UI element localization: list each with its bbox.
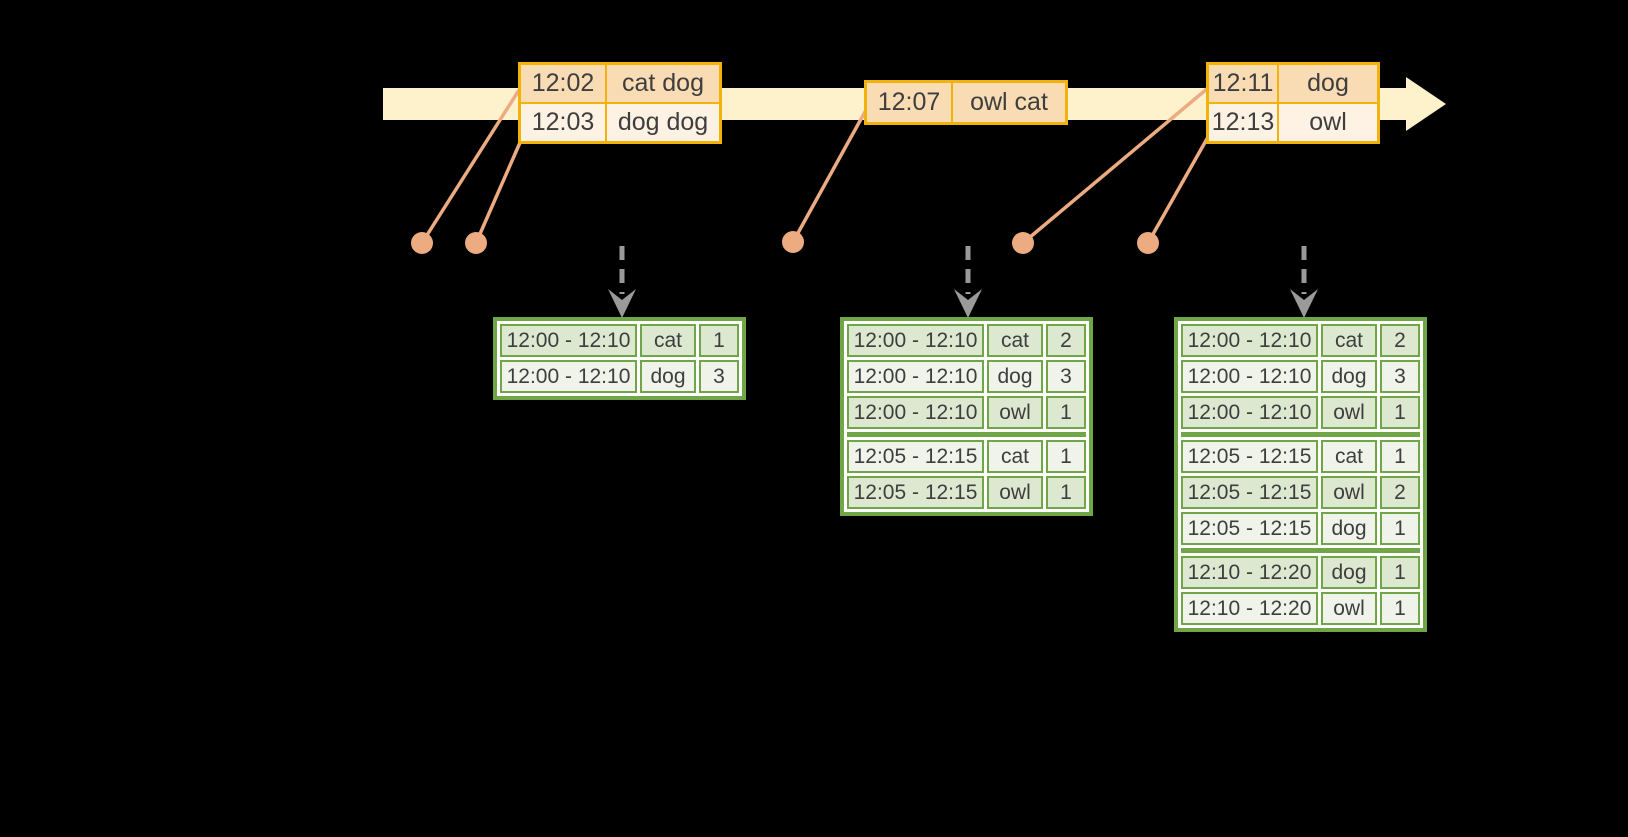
result-row: 12:05 - 12:15 owl 2 <box>1181 476 1420 509</box>
event-dot-icon <box>1137 232 1159 254</box>
result-row: 12:00 - 12:10 dog 3 <box>500 360 739 393</box>
window-cell: 12:10 - 12:20 <box>1181 556 1318 589</box>
window-cell: 12:00 - 12:10 <box>1181 360 1318 393</box>
result-row: 12:05 - 12:15 owl 1 <box>847 476 1086 509</box>
event-table-3: 12:11 dog 12:13 owl <box>1206 62 1380 144</box>
word-cell: owl <box>1321 592 1377 625</box>
window-cell: 12:05 - 12:15 <box>847 440 984 473</box>
window-cell: 12:05 - 12:15 <box>1181 476 1318 509</box>
result-row: 12:00 - 12:10 dog 3 <box>847 360 1086 393</box>
record-dots <box>411 231 1159 254</box>
result-row: 12:00 - 12:10 cat 1 <box>500 324 739 357</box>
window-cell: 12:05 - 12:15 <box>847 476 984 509</box>
result-row: 12:00 - 12:10 cat 2 <box>847 324 1086 357</box>
event-dot-icon <box>411 232 433 254</box>
count-cell: 1 <box>1046 476 1086 509</box>
event-table-2: 12:07 owl cat <box>864 80 1068 125</box>
word-cell: dog <box>1321 360 1377 393</box>
window-cell: 12:05 - 12:15 <box>1181 512 1318 545</box>
window-cell: 12:10 - 12:20 <box>1181 592 1318 625</box>
trigger-arrow-icon <box>608 289 636 318</box>
event-words-cell: owl cat <box>951 80 1068 125</box>
word-cell: dog <box>640 360 696 393</box>
count-cell: 1 <box>699 324 739 357</box>
event-words-cell: cat dog <box>605 62 722 104</box>
word-cell: cat <box>640 324 696 357</box>
count-cell: 2 <box>1380 476 1420 509</box>
count-cell: 1 <box>1380 440 1420 473</box>
window-cell: 12:05 - 12:15 <box>1181 440 1318 473</box>
window-cell: 12:00 - 12:10 <box>847 360 984 393</box>
count-cell: 1 <box>1046 440 1086 473</box>
window-cell: 12:00 - 12:10 <box>847 324 984 357</box>
window-cell: 12:00 - 12:10 <box>500 360 637 393</box>
count-cell: 1 <box>1380 556 1420 589</box>
count-cell: 1 <box>1380 512 1420 545</box>
count-cell: 1 <box>1046 396 1086 429</box>
event-words-cell: dog <box>1277 62 1380 104</box>
event-table-1: 12:02 cat dog 12:03 dog dog <box>518 62 722 144</box>
event-time-cell: 12:11 <box>1206 62 1279 104</box>
window-cell: 12:00 - 12:10 <box>1181 396 1318 429</box>
window-group-separator <box>1181 432 1420 437</box>
word-cell: owl <box>987 476 1043 509</box>
event-dot-icon <box>465 232 487 254</box>
result-table-3: 12:00 - 12:10 cat 2 12:00 - 12:10 dog 3 … <box>1174 317 1427 632</box>
result-table-1: 12:00 - 12:10 cat 1 12:00 - 12:10 dog 3 <box>493 317 746 400</box>
result-row: 12:10 - 12:20 owl 1 <box>1181 592 1420 625</box>
word-cell: cat <box>987 324 1043 357</box>
event-time-cell: 12:02 <box>518 62 607 104</box>
word-cell: owl <box>1321 396 1377 429</box>
result-row: 12:05 - 12:15 dog 1 <box>1181 512 1420 545</box>
window-cell: 12:00 - 12:10 <box>847 396 984 429</box>
count-cell: 3 <box>699 360 739 393</box>
count-cell: 1 <box>1380 396 1420 429</box>
event-dot-icon <box>1012 232 1034 254</box>
result-row: 12:00 - 12:10 owl 1 <box>847 396 1086 429</box>
result-row: 12:00 - 12:10 cat 2 <box>1181 324 1420 357</box>
event-dot-icon <box>782 231 804 253</box>
result-table-2: 12:00 - 12:10 cat 2 12:00 - 12:10 dog 3 … <box>840 317 1093 516</box>
window-group-separator <box>1181 548 1420 553</box>
record-connector-line <box>791 109 868 243</box>
word-cell: dog <box>1321 556 1377 589</box>
result-row: 12:05 - 12:15 cat 1 <box>847 440 1086 473</box>
word-cell: cat <box>987 440 1043 473</box>
result-row: 12:00 - 12:10 dog 3 <box>1181 360 1420 393</box>
word-cell: owl <box>1321 476 1377 509</box>
record-connector-line <box>1146 136 1210 244</box>
event-time-cell: 12:03 <box>518 102 607 144</box>
event-row: 12:13 owl <box>1206 102 1380 144</box>
count-cell: 1 <box>1380 592 1420 625</box>
word-cell: owl <box>987 396 1043 429</box>
word-cell: cat <box>1321 440 1377 473</box>
count-cell: 3 <box>1046 360 1086 393</box>
event-time-cell: 12:07 <box>864 80 953 125</box>
trigger-arrow-icon <box>954 289 982 318</box>
event-words-cell: dog dog <box>605 102 722 144</box>
event-time-cell: 12:13 <box>1206 102 1279 144</box>
count-cell: 2 <box>1046 324 1086 357</box>
word-cell: dog <box>1321 512 1377 545</box>
event-row: 12:03 dog dog <box>518 102 722 144</box>
timeline-arrow-icon <box>1406 77 1446 131</box>
word-cell: cat <box>1321 324 1377 357</box>
record-connector-line <box>474 137 524 244</box>
event-row: 12:11 dog <box>1206 62 1380 104</box>
count-cell: 3 <box>1380 360 1420 393</box>
word-cell: dog <box>987 360 1043 393</box>
result-row: 12:10 - 12:20 dog 1 <box>1181 556 1420 589</box>
result-row: 12:00 - 12:10 owl 1 <box>1181 396 1420 429</box>
event-row: 12:07 owl cat <box>864 80 1068 125</box>
result-row: 12:05 - 12:15 cat 1 <box>1181 440 1420 473</box>
window-cell: 12:00 - 12:10 <box>500 324 637 357</box>
trigger-arrow-icon <box>1290 289 1318 318</box>
window-cell: 12:00 - 12:10 <box>1181 324 1318 357</box>
window-group-separator <box>847 432 1086 437</box>
event-words-cell: owl <box>1277 102 1380 144</box>
count-cell: 2 <box>1380 324 1420 357</box>
trigger-arrows <box>608 246 1318 318</box>
event-row: 12:02 cat dog <box>518 62 722 104</box>
